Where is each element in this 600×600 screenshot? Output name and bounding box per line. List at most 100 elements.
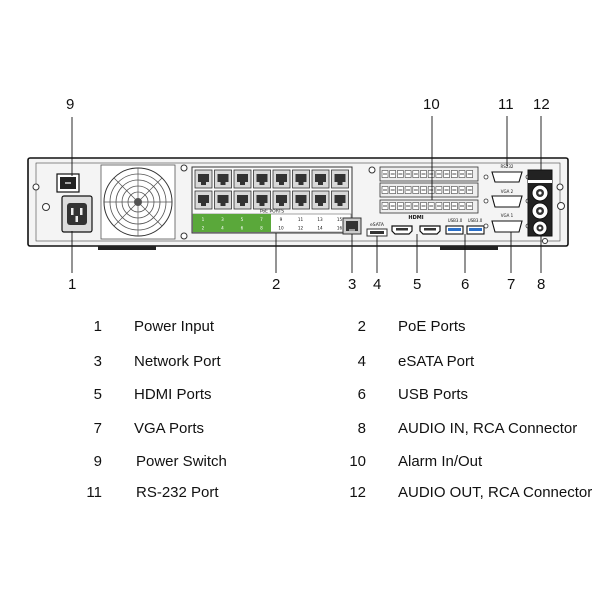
legend-label-poe-ports: PoE Ports — [398, 318, 466, 335]
callout-10: 10 — [423, 96, 440, 113]
alarm-terminal — [412, 202, 420, 210]
vga-ports: VGA 2 VGA 1 — [483, 189, 531, 233]
legend-label-usb-ports: USB Ports — [398, 386, 469, 403]
legend-label-power-switch: Power Switch — [136, 453, 227, 470]
alarm-terminal — [443, 186, 450, 194]
port-number: 7 — [260, 217, 263, 222]
power-switch — [56, 173, 80, 193]
rj45-jack — [214, 190, 232, 210]
alarm-terminal — [381, 186, 389, 194]
port-number: 13 — [317, 217, 323, 222]
legend-label-audio-out: AUDIO OUT, RCA Connector — [398, 484, 593, 501]
rj45-jack — [272, 169, 291, 189]
alarm-terminal — [420, 186, 427, 194]
legend-num: 8 — [357, 420, 366, 437]
alarm-terminal — [435, 170, 443, 178]
network-port — [342, 217, 362, 235]
alarm-terminal — [381, 170, 389, 178]
rj45-jack — [331, 169, 349, 189]
callout-3: 3 — [348, 276, 357, 293]
alarm-terminal — [466, 202, 474, 210]
port-number: 2 — [202, 226, 205, 231]
port-number: 16 — [337, 226, 343, 231]
rs232-port: RS232 — [483, 164, 531, 183]
legend-label-rs232-port: RS-232 Port — [136, 484, 219, 501]
alarm-terminal — [412, 186, 420, 194]
callout-8: 8 — [537, 276, 546, 293]
port-number: 3 — [221, 217, 224, 222]
callout-7: 7 — [507, 276, 516, 293]
alarm-terminal — [397, 170, 404, 178]
legend-num: 11 — [86, 484, 102, 501]
alarm-terminal — [443, 202, 450, 210]
alarm-terminal — [466, 186, 474, 194]
alarm-terminal — [466, 170, 474, 178]
usb-ports: USB3.0 USB3.0 — [445, 218, 485, 235]
legend-num: 9 — [93, 453, 102, 470]
legend-num: 1 — [93, 318, 102, 335]
alarm-terminal — [397, 202, 404, 210]
legend-label-hdmi-ports: HDMI Ports — [134, 386, 212, 403]
callout-1: 1 — [68, 276, 77, 293]
legend-num: 6 — [357, 386, 366, 403]
port-number: 11 — [298, 217, 304, 222]
port-number: 9 — [280, 217, 283, 222]
callout-leaders — [71, 116, 542, 273]
legend-num: 3 — [93, 353, 102, 370]
alarm-terminal — [458, 186, 466, 194]
legend-label-audio-in: AUDIO IN, RCA Connector — [398, 420, 578, 437]
rj45-jack — [253, 169, 271, 189]
legend-num: 5 — [93, 386, 102, 403]
callout-6: 6 — [461, 276, 470, 293]
poe-ports-label: PoE PORTS — [260, 209, 284, 215]
alarm-terminal — [427, 202, 435, 210]
alarm-terminal — [435, 202, 443, 210]
esata-label: eSATA — [370, 222, 385, 228]
rj45-jack — [233, 190, 252, 210]
rj45-jack — [331, 190, 349, 210]
alarm-terminal — [450, 186, 458, 194]
alarm-terminal — [420, 202, 427, 210]
alarm-terminal — [427, 170, 435, 178]
hdmi-ports: HDMI — [391, 215, 441, 235]
audio-rca-connectors — [527, 169, 553, 237]
fan-grille — [100, 164, 176, 240]
alarm-terminal — [427, 186, 435, 194]
callout-11: 11 — [498, 96, 514, 113]
port-number: 4 — [221, 226, 224, 231]
port-number: 15 — [337, 217, 343, 222]
rj45-jack — [292, 169, 310, 189]
rj45-jack — [253, 190, 271, 210]
callout-2: 2 — [272, 276, 281, 293]
alarm-terminal — [412, 170, 420, 178]
alarm-terminal — [397, 186, 404, 194]
legend-label-alarm-in-out: Alarm In/Out — [398, 453, 483, 470]
alarm-in-out — [379, 166, 479, 214]
legend-num: 7 — [93, 420, 102, 437]
port-number: 6 — [241, 226, 244, 231]
alarm-terminal — [389, 170, 397, 178]
rj45-jack — [292, 190, 310, 210]
alarm-terminal — [420, 170, 427, 178]
alarm-terminal — [435, 186, 443, 194]
alarm-terminal — [450, 202, 458, 210]
callout-4: 4 — [373, 276, 382, 293]
alarm-terminal — [443, 170, 450, 178]
rj45-jack — [194, 169, 213, 189]
legend-label-esata-port: eSATA Port — [398, 353, 475, 370]
rj45-jack — [311, 190, 330, 210]
port-number: 10 — [278, 226, 284, 231]
rj45-jack — [214, 169, 232, 189]
legend-num: 4 — [357, 353, 366, 370]
legend-label-network-port: Network Port — [134, 353, 221, 370]
port-number: 14 — [317, 226, 323, 231]
alarm-terminal — [389, 202, 397, 210]
usb-label-1: USB3.0 — [448, 218, 463, 223]
vga1-label: VGA 1 — [501, 213, 514, 218]
alarm-terminal — [404, 202, 412, 210]
legend-num: 2 — [357, 318, 366, 335]
rj45-jack — [233, 169, 252, 189]
alarm-terminal — [381, 202, 389, 210]
vga2-label: VGA 2 — [501, 189, 514, 194]
